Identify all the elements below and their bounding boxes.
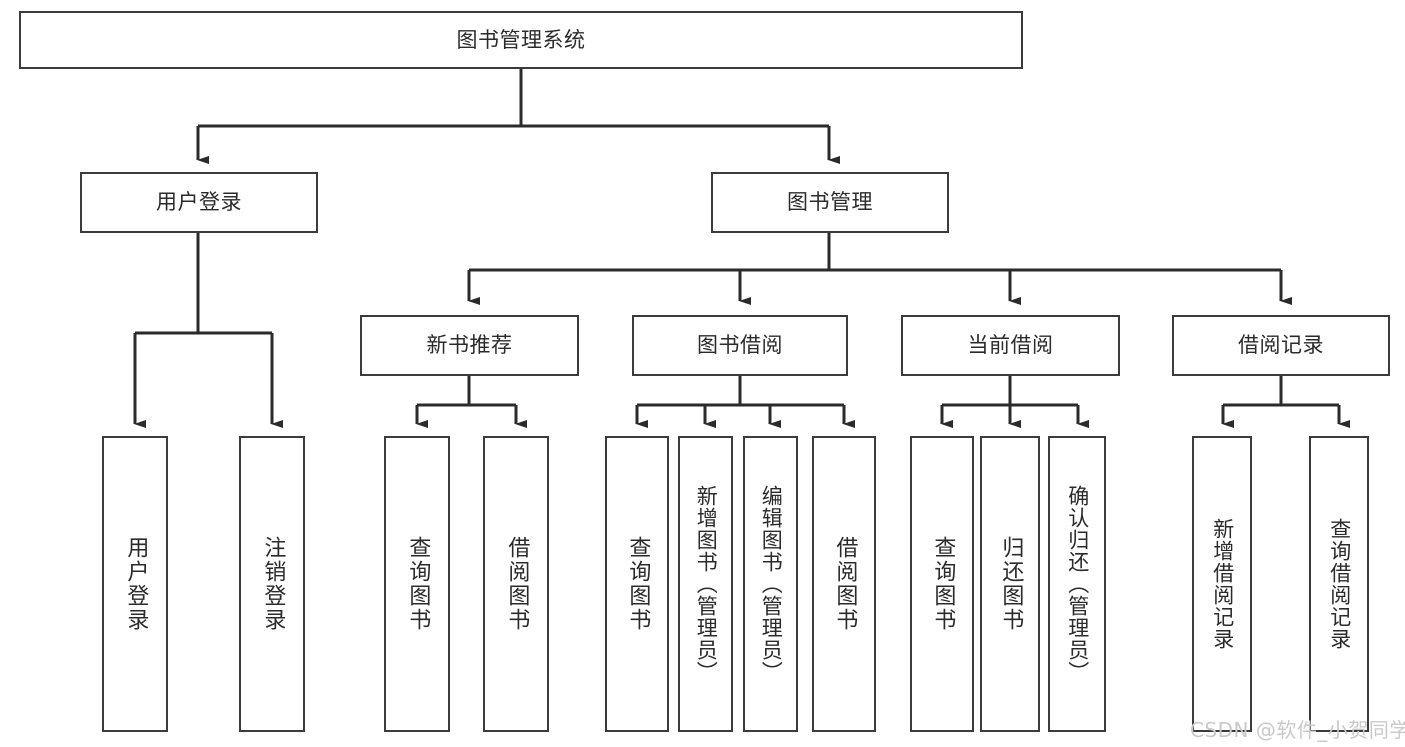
node-book-management[interactable]: 图书管理 <box>711 172 949 233</box>
leaf-query-book-newbook-label: 查询图书 <box>405 536 431 632</box>
leaf-borrow-book-newbook-label: 借阅图书 <box>504 536 530 632</box>
node-root[interactable]: 图书管理系统 <box>19 11 1023 69</box>
leaf-user-login-label: 用户登录 <box>123 536 149 632</box>
leaf-query-book-borrow[interactable]: 查询图书 <box>605 436 669 732</box>
leaf-query-borrow-record-label: 查询借阅记录 <box>1327 518 1352 650</box>
watermark-text: CSDN @软件_小贺同学 <box>1190 718 1405 742</box>
leaf-add-borrow-record-label: 新增借阅记录 <box>1210 518 1235 650</box>
edges-borrow-to-leaves <box>635 376 855 428</box>
leaf-user-login[interactable]: 用户登录 <box>102 436 168 732</box>
node-current-borrow-label: 当前借阅 <box>967 333 1054 358</box>
leaf-confirm-return-admin[interactable]: 确认归还（管理员） <box>1048 436 1106 732</box>
leaf-query-book-newbook[interactable]: 查询图书 <box>384 436 450 732</box>
leaf-borrow-book-newbook[interactable]: 借阅图书 <box>483 436 549 732</box>
node-book-management-label: 图书管理 <box>787 190 873 215</box>
edges-login-to-leaves <box>133 233 283 428</box>
leaf-return-book[interactable]: 归还图书 <box>980 436 1040 732</box>
node-user-login[interactable]: 用户登录 <box>80 172 318 233</box>
leaf-query-book-current-label: 查询图书 <box>930 536 956 632</box>
edges-bookmgmt-to-level2 <box>467 233 1292 305</box>
leaf-query-borrow-record[interactable]: 查询借阅记录 <box>1309 436 1369 732</box>
node-borrow-record-label: 借阅记录 <box>1238 333 1324 358</box>
leaf-edit-book-admin[interactable]: 编辑图书（管理员） <box>743 436 798 732</box>
node-user-login-label: 用户登录 <box>156 190 242 215</box>
node-new-book-recommend-label: 新书推荐 <box>426 333 513 358</box>
node-new-book-recommend[interactable]: 新书推荐 <box>360 315 579 376</box>
node-book-borrow[interactable]: 图书借阅 <box>632 315 848 376</box>
leaf-logout-label: 注销登录 <box>260 536 286 632</box>
node-book-borrow-label: 图书借阅 <box>697 333 783 358</box>
leaf-add-book-admin[interactable]: 新增图书（管理员） <box>678 436 733 732</box>
node-borrow-record[interactable]: 借阅记录 <box>1172 315 1390 376</box>
leaf-query-book-borrow-label: 查询图书 <box>625 536 651 632</box>
edges-record-to-leaves <box>1221 376 1350 428</box>
leaf-query-book-current[interactable]: 查询图书 <box>910 436 974 732</box>
leaf-logout[interactable]: 注销登录 <box>239 436 305 732</box>
node-root-label: 图书管理系统 <box>456 27 586 52</box>
leaf-borrow-book-borrow[interactable]: 借阅图书 <box>812 436 876 732</box>
leaf-edit-book-admin-label: 编辑图书（管理员） <box>759 485 784 683</box>
edges-newbook-to-leaves <box>415 376 527 428</box>
leaf-add-borrow-record[interactable]: 新增借阅记录 <box>1192 436 1252 732</box>
node-current-borrow[interactable]: 当前借阅 <box>901 315 1120 376</box>
edges-root-to-level1 <box>196 69 840 164</box>
leaf-add-book-admin-label: 新增图书（管理员） <box>694 485 719 683</box>
leaf-confirm-return-admin-label: 确认归还（管理员） <box>1065 485 1090 683</box>
leaf-return-book-label: 归还图书 <box>998 536 1024 632</box>
edges-current-to-leaves <box>940 376 1089 428</box>
leaf-borrow-book-borrow-label: 借阅图书 <box>832 536 858 632</box>
